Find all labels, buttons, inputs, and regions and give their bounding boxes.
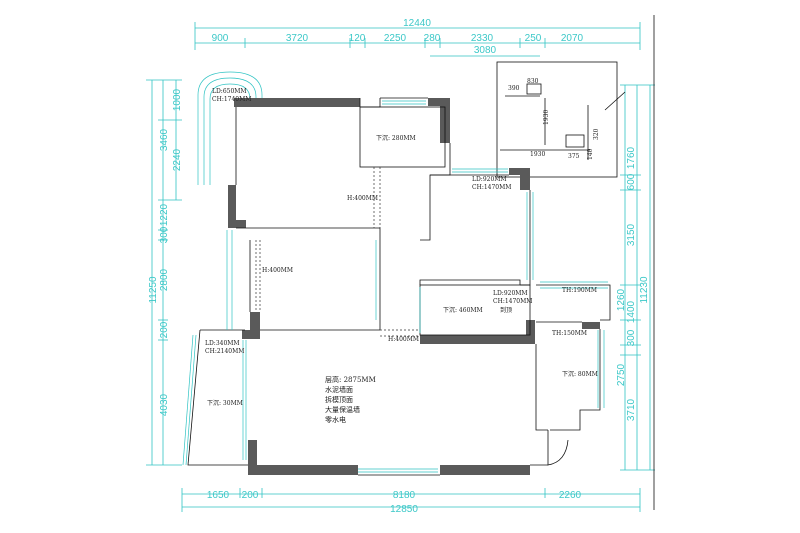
dim-top-total: 12440	[403, 18, 431, 29]
top-dimensions: 12440 900 3720 120 2250 280 2330 250 207…	[194, 18, 641, 57]
inset-dim-6: 140	[587, 148, 594, 160]
label-beam-2: H:400MM	[262, 267, 293, 274]
dim-top-6: 2330	[471, 33, 494, 44]
dim-top-8: 2070	[561, 33, 584, 44]
left-dimensions: 1000 2240 3460 1220 300 2800 11250 200 4…	[146, 79, 183, 466]
wall-outlines	[187, 97, 611, 476]
label-kitchen-top: 到顶	[500, 307, 512, 314]
dim-right-total: 11230	[639, 276, 650, 304]
dim-right-3: 3150	[626, 223, 637, 246]
dim-left-3: 3460	[159, 128, 170, 151]
label-room-right-ch: CH:1470MM	[472, 184, 511, 191]
dim-bottom-total: 12850	[390, 504, 418, 515]
label-right-drop: 下沉: 80MM	[562, 370, 598, 378]
balcony-arc	[197, 71, 263, 185]
label-left-balcony-ch: CH:2140MM	[205, 348, 244, 355]
dim-left-4: 1220	[159, 203, 170, 226]
label-room-right-ld: LD:920MM	[472, 176, 507, 183]
inset-dim-3: 1930	[543, 110, 550, 125]
dim-right-5: 1400	[626, 300, 637, 323]
label-note-2: 拆模顶面	[325, 395, 353, 404]
label-kitchen-ld: LD:920MM	[493, 290, 528, 297]
label-balcony-ld: LD:650MM	[212, 88, 247, 95]
label-th-2: TH:150MM	[552, 330, 587, 337]
label-note-3: 大量保温墙	[325, 405, 360, 414]
beams	[255, 167, 420, 337]
label-bath-drop: 下沉: 280MM	[376, 134, 416, 142]
dim-right-2: 600	[626, 173, 637, 190]
dim-left-1: 1000	[172, 88, 183, 111]
dim-left-5: 300	[159, 226, 170, 243]
inset-dim-5: 375	[568, 153, 580, 160]
inset-dim-4: 1930	[530, 151, 545, 158]
dim-top-5: 280	[424, 33, 441, 44]
dim-top-1: 900	[212, 33, 229, 44]
windows	[182, 100, 608, 473]
dim-top-3: 120	[349, 33, 366, 44]
dim-left-2: 2240	[172, 148, 183, 171]
dim-bottom-1: 1650	[207, 490, 230, 501]
label-note-4: 零水电	[325, 415, 346, 424]
dim-right-7: 2750	[616, 363, 627, 386]
label-th-1: TH:190MM	[562, 287, 597, 294]
dim-top-7: 250	[525, 33, 542, 44]
dim-bottom-4: 2260	[559, 490, 582, 501]
dim-bottom-3: 8180	[393, 490, 416, 501]
inset-dim-2: 830	[527, 78, 539, 85]
right-dimensions: 1760 600 3150 11230 1260 1400 300 2750 3…	[616, 15, 655, 510]
label-left-balcony-ld: LD:340MM	[205, 340, 240, 347]
label-beam-3: H:400MM	[388, 336, 419, 343]
dim-left-6: 2800	[159, 268, 170, 291]
dim-top-9: 3080	[474, 45, 497, 56]
dim-right-1: 1760	[626, 146, 637, 169]
label-left-drop: 下沉: 30MM	[207, 399, 243, 407]
bottom-dimensions: 1650 200 8180 2260 12850	[181, 488, 641, 515]
dim-bottom-2: 200	[242, 490, 259, 501]
dim-left-8: 4030	[159, 393, 170, 416]
dim-right-8: 3710	[626, 398, 637, 421]
dim-right-6: 300	[626, 329, 637, 346]
room-labels: LD:650MM CH:1740MM 下沉: 280MM H:400MM LD:…	[205, 88, 598, 424]
label-kitchen-drop: 下沉: 460MM	[443, 306, 483, 314]
label-note-1: 水泥墙面	[325, 385, 353, 394]
dim-top-2: 3720	[286, 33, 309, 44]
label-beam-1: H:400MM	[347, 195, 378, 202]
dim-top-4: 2250	[384, 33, 407, 44]
inset-dim-1: 390	[508, 85, 520, 92]
label-balcony-ch: CH:1740MM	[212, 96, 251, 103]
inset-dim-7: 320	[593, 128, 600, 140]
label-kitchen-ch: CH:1470MM	[493, 298, 532, 305]
dim-left-7: 200	[159, 321, 170, 338]
dim-left-total: 11250	[148, 276, 159, 304]
dim-right-4: 1260	[616, 288, 627, 311]
inset-detail: 390 830 1930 1930 375 140 320	[496, 61, 626, 178]
label-floor-height: 层高: 2875MM	[325, 375, 376, 384]
